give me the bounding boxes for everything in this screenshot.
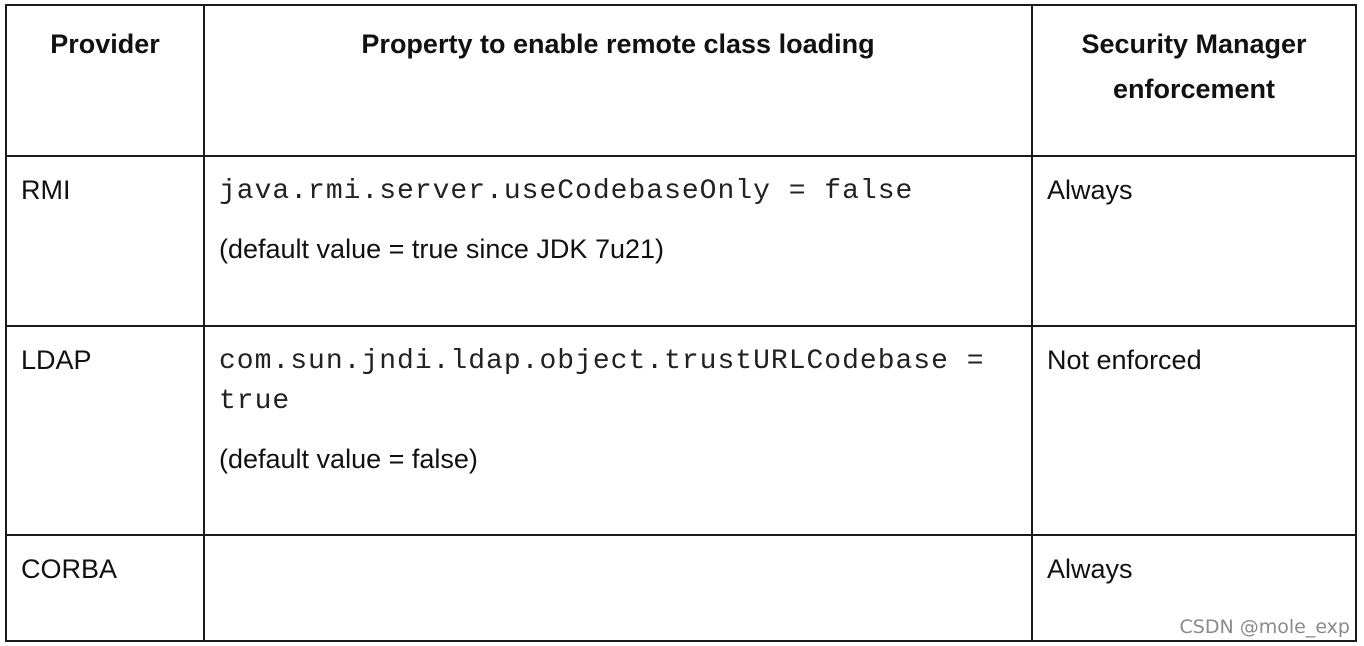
property-note: (default value = true since JDK 7u21): [219, 234, 664, 264]
table-row: RMI java.rmi.server.useCodebaseOnly = fa…: [5, 155, 1357, 327]
enforcement-cell: Always: [1031, 155, 1357, 327]
header-provider: Provider: [5, 4, 205, 157]
table-header-row: Provider Property to enable remote class…: [5, 4, 1357, 157]
provider-cell: RMI: [5, 155, 205, 327]
enforcement-value: Always: [1047, 554, 1133, 584]
property-code: [205, 536, 1031, 551]
provider-name: RMI: [21, 175, 71, 205]
property-code: com.sun.jndi.ldap.object.trustURLCodebas…: [219, 346, 985, 417]
enforcement-value: Always: [1047, 175, 1133, 205]
provider-table: Provider Property to enable remote class…: [5, 4, 1357, 642]
header-property: Property to enable remote class loading: [203, 4, 1033, 157]
property-cell: com.sun.jndi.ldap.object.trustURLCodebas…: [203, 325, 1033, 536]
provider-cell: CORBA: [5, 534, 205, 642]
table-row: LDAP com.sun.jndi.ldap.object.trustURLCo…: [5, 325, 1357, 536]
table-row: CORBA Always: [5, 534, 1357, 642]
header-enforcement: Security Manager enforcement: [1031, 4, 1357, 157]
watermark: CSDN @mole_exp: [1179, 616, 1350, 638]
property-code: java.rmi.server.useCodebaseOnly = false: [219, 176, 914, 207]
provider-name: LDAP: [21, 345, 92, 375]
provider-cell: LDAP: [5, 325, 205, 536]
provider-name: CORBA: [21, 554, 118, 584]
property-note: [205, 551, 1031, 573]
enforcement-cell: Not enforced: [1031, 325, 1357, 536]
enforcement-value: Not enforced: [1047, 345, 1202, 375]
property-note: (default value = false): [219, 444, 478, 474]
enforcement-cell: Always: [1031, 534, 1357, 642]
property-cell: [203, 534, 1033, 642]
property-cell: java.rmi.server.useCodebaseOnly = false …: [203, 155, 1033, 327]
